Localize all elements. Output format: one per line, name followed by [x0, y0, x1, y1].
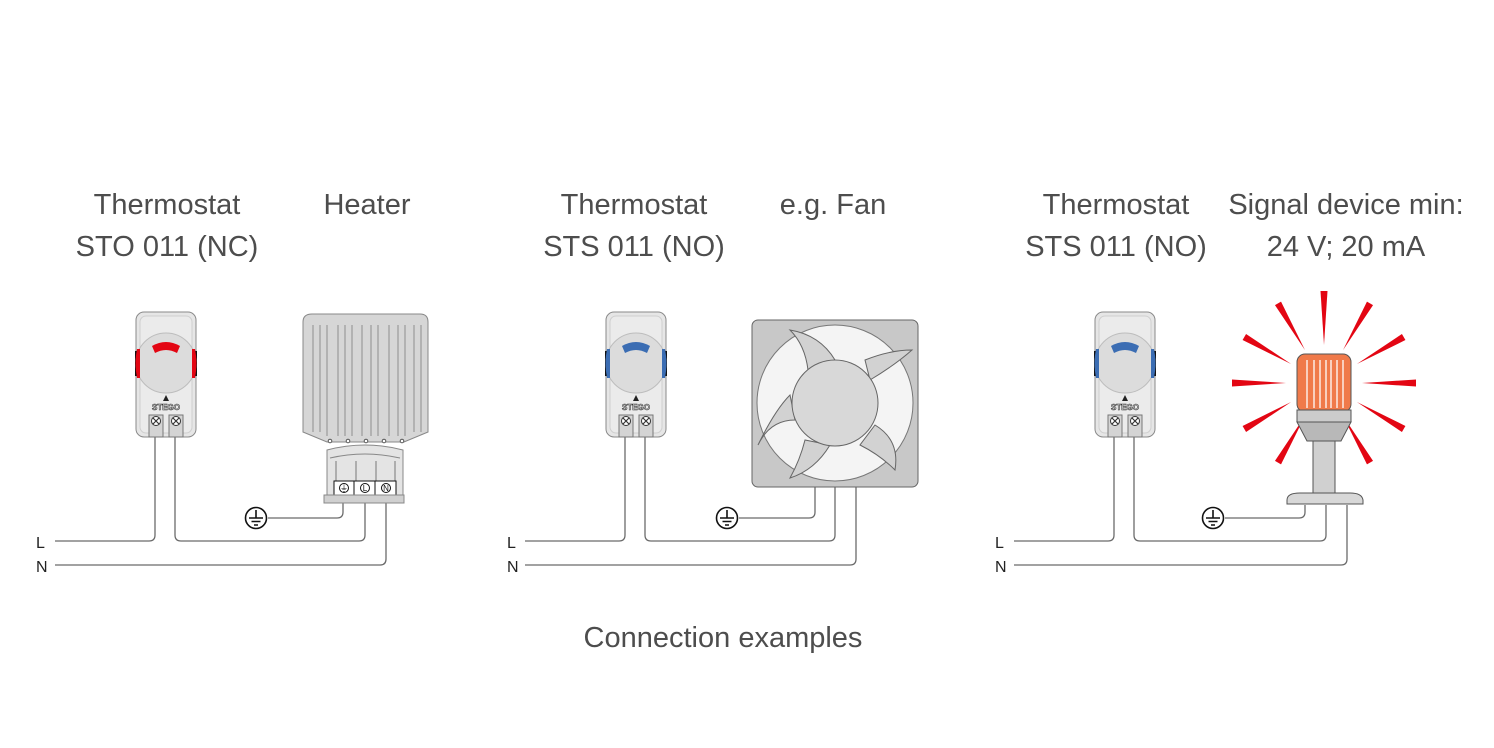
light-ray: [1242, 402, 1292, 433]
wire-thermostat-to-heater: [174, 437, 366, 542]
light-ray: [1356, 402, 1406, 433]
thermostat-sto-011: [135, 312, 197, 437]
line-label: L: [507, 535, 516, 552]
thermostat-title: Thermostat: [1043, 189, 1190, 221]
thermostat-title: Thermostat: [561, 189, 708, 221]
wire-earth: [268, 503, 344, 519]
thermostat-title: Thermostat: [94, 189, 241, 221]
wire-l: [1014, 437, 1115, 542]
example-2-titles: Thermostat STS 011 (NO) e.g. Fan: [543, 189, 886, 263]
thermostat-model: STO 011 (NC): [76, 231, 259, 263]
light-ray: [1242, 333, 1292, 364]
wire-thermostat-to-lamp: [1133, 437, 1327, 542]
neutral-label: N: [995, 559, 1007, 576]
wire-n: [1014, 505, 1348, 566]
terminal-earth: ⏚: [340, 484, 348, 493]
example-signal: L N: [995, 291, 1416, 576]
example-1-titles: Thermostat STO 011 (NC) Heater: [76, 189, 411, 263]
light-ray: [1343, 301, 1374, 351]
neutral-label: N: [507, 559, 519, 576]
thermostat-sts-011: [605, 312, 667, 437]
thermostat-model: STS 011 (NO): [1025, 231, 1207, 263]
earth-icon: [246, 508, 267, 529]
fan-icon: [751, 319, 919, 488]
light-ray: [1274, 301, 1305, 351]
caption: Connection examples: [584, 622, 863, 654]
example-3-titles: Thermostat STS 011 (NO) Signal device mi…: [1025, 189, 1463, 263]
light-ray: [1343, 415, 1374, 465]
wire-thermostat-to-fan: [644, 437, 836, 542]
example-heater: L N ⏚ L N: [36, 312, 429, 576]
light-ray: [1232, 379, 1286, 387]
wire-earth: [1225, 505, 1306, 519]
device-title: Heater: [323, 189, 410, 221]
device-title: e.g. Fan: [780, 189, 886, 221]
light-ray: [1362, 379, 1416, 387]
line-label: L: [36, 535, 45, 552]
light-ray: [1356, 333, 1406, 364]
device-title: Signal device min:: [1228, 189, 1463, 221]
terminal-l: L: [363, 484, 368, 493]
terminal-n: N: [383, 484, 389, 493]
example-fan: L N: [507, 312, 919, 576]
signal-lamp-icon: [1232, 291, 1416, 505]
wire-n: [55, 503, 387, 566]
light-ray: [1274, 415, 1305, 465]
wire-n: [525, 487, 857, 566]
device-spec: 24 V; 20 mA: [1267, 231, 1426, 263]
earth-icon: [717, 508, 738, 529]
thermostat-sts-011: [1094, 312, 1156, 437]
wire-l: [525, 437, 626, 542]
line-label: L: [995, 535, 1004, 552]
neutral-label: N: [36, 559, 48, 576]
earth-icon: [1203, 508, 1224, 529]
heater-icon: ⏚ L N: [302, 313, 429, 504]
wire-earth: [739, 487, 816, 519]
light-ray: [1320, 291, 1328, 345]
thermostat-model: STS 011 (NO): [543, 231, 725, 263]
wire-l: [55, 437, 156, 542]
